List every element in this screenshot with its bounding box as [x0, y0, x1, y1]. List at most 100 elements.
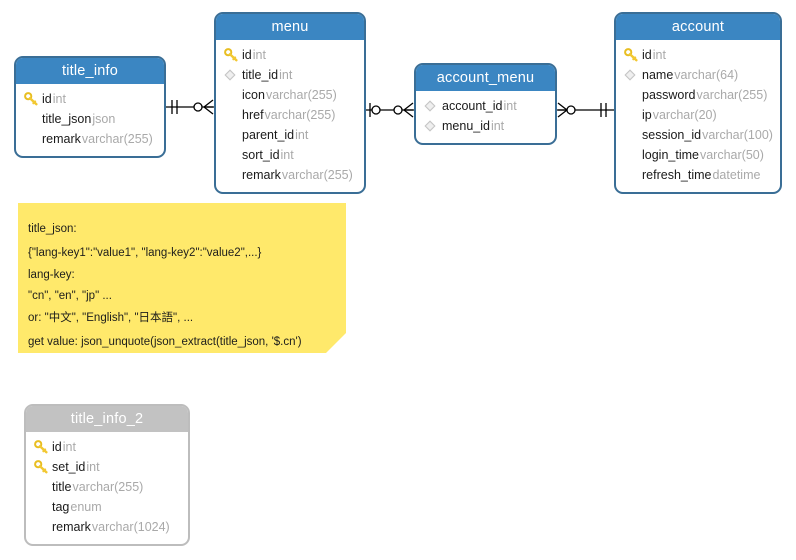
entity-menu-fields: id int title_id int icon varchar(255) h [216, 40, 364, 192]
field-type: varchar(255) [281, 168, 353, 182]
no-icon [624, 88, 642, 102]
field-name: id [52, 440, 62, 454]
field-name: session_id [642, 128, 702, 142]
entity-account[interactable]: account id int nam [614, 12, 782, 194]
field-type: int [62, 440, 76, 454]
relationship-menu-account_menu [366, 102, 414, 118]
field-row[interactable]: password varchar(255) [616, 85, 780, 105]
field-type: datetime [712, 168, 761, 182]
field-type: varchar(255) [264, 108, 336, 122]
field-name: login_time [642, 148, 699, 162]
no-icon [224, 148, 242, 162]
field-type: int [279, 68, 293, 82]
field-row[interactable]: id int [216, 45, 364, 65]
key-icon [224, 48, 242, 62]
no-icon [224, 168, 242, 182]
entity-title_info[interactable]: title_info id int title_json json [14, 56, 166, 158]
key-icon [34, 440, 52, 454]
field-name: remark [42, 132, 81, 146]
field-row[interactable]: session_id varchar(100) [616, 125, 780, 145]
field-name: ip [642, 108, 652, 122]
diamond-icon [424, 119, 442, 133]
field-type: varchar(255) [81, 132, 153, 146]
no-icon [624, 108, 642, 122]
field-type: int [652, 48, 666, 62]
field-row[interactable]: refresh_time datetime [616, 165, 780, 185]
field-row[interactable]: id int [26, 437, 188, 457]
field-row[interactable]: id int [16, 89, 164, 109]
field-row[interactable]: account_id int [416, 96, 555, 116]
sticky-note-title_json[interactable]: title_json: {"lang-key1":"value1", "lang… [18, 203, 346, 353]
field-name: parent_id [242, 128, 295, 142]
field-name: remark [52, 520, 91, 534]
no-icon [624, 168, 642, 182]
no-icon [24, 112, 42, 126]
key-icon [624, 48, 642, 62]
diamond-icon [424, 99, 442, 113]
field-row[interactable]: remark varchar(255) [16, 129, 164, 149]
note-line: lang-key: [28, 269, 75, 281]
field-row[interactable]: menu_id int [416, 116, 555, 136]
entity-title_info-fields: id int title_json json remark varchar(25… [16, 84, 164, 156]
field-type: int [86, 460, 100, 474]
field-name: password [642, 88, 696, 102]
note-line: or: "中文", "English", "日本語", ... [28, 312, 194, 324]
key-icon [34, 460, 52, 474]
field-row[interactable]: id int [616, 45, 780, 65]
field-name: href [242, 108, 264, 122]
field-type: int [490, 119, 505, 133]
field-row[interactable]: title varchar(255) [26, 477, 188, 497]
sticky-note-body: title_json: {"lang-key1":"value1", "lang… [18, 203, 346, 355]
field-row[interactable]: tag enum [26, 497, 188, 517]
field-row[interactable]: remark varchar(1024) [26, 517, 188, 537]
field-row[interactable]: name varchar(64) [616, 65, 780, 85]
field-row[interactable]: href varchar(255) [216, 105, 364, 125]
field-name: id [242, 48, 252, 62]
entity-account-fields: id int name varchar(64) password varchar… [616, 40, 780, 192]
entity-account_menu[interactable]: account_menu account_id int menu_id [414, 63, 557, 145]
field-row[interactable]: sort_id int [216, 145, 364, 165]
field-type: int [503, 99, 517, 113]
diamond-icon [224, 68, 242, 82]
field-type: varchar(255) [696, 88, 768, 102]
note-line: title_json: [28, 223, 77, 235]
field-name: icon [242, 88, 265, 102]
field-type: enum [70, 500, 102, 514]
note-fold-corner [326, 333, 346, 353]
no-icon [34, 480, 52, 494]
field-row[interactable]: remark varchar(255) [216, 165, 364, 185]
field-name: title [52, 480, 72, 494]
key-icon [24, 92, 42, 106]
entity-account-header: account [616, 14, 780, 40]
no-icon [34, 500, 52, 514]
no-icon [224, 108, 242, 122]
no-icon [224, 88, 242, 102]
relationship-title_info-menu [166, 99, 214, 115]
field-name: title_json [42, 112, 92, 126]
field-name: id [642, 48, 652, 62]
field-type: varchar(1024) [91, 520, 170, 534]
field-name: title_id [242, 68, 279, 82]
field-row[interactable]: icon varchar(255) [216, 85, 364, 105]
no-icon [34, 520, 52, 534]
no-icon [624, 148, 642, 162]
field-row[interactable]: ip varchar(20) [616, 105, 780, 125]
entity-menu-header: menu [216, 14, 364, 40]
field-row[interactable]: set_id int [26, 457, 188, 477]
field-row[interactable]: title_id int [216, 65, 364, 85]
field-type: varchar(100) [702, 128, 773, 142]
field-name: name [642, 68, 674, 82]
field-row[interactable]: title_json json [16, 109, 164, 129]
field-row[interactable]: login_time varchar(50) [616, 145, 780, 165]
no-icon [24, 132, 42, 146]
field-row[interactable]: parent_id int [216, 125, 364, 145]
field-type: int [295, 128, 309, 142]
entity-title_info_2-header: title_info_2 [26, 406, 188, 432]
entity-menu[interactable]: menu id int title_ [214, 12, 366, 194]
field-name: id [42, 92, 52, 106]
note-line: get value: json_unquote(json_extract(tit… [28, 336, 302, 348]
field-type: int [280, 148, 294, 162]
entity-title_info_2[interactable]: title_info_2 id int [24, 404, 190, 546]
